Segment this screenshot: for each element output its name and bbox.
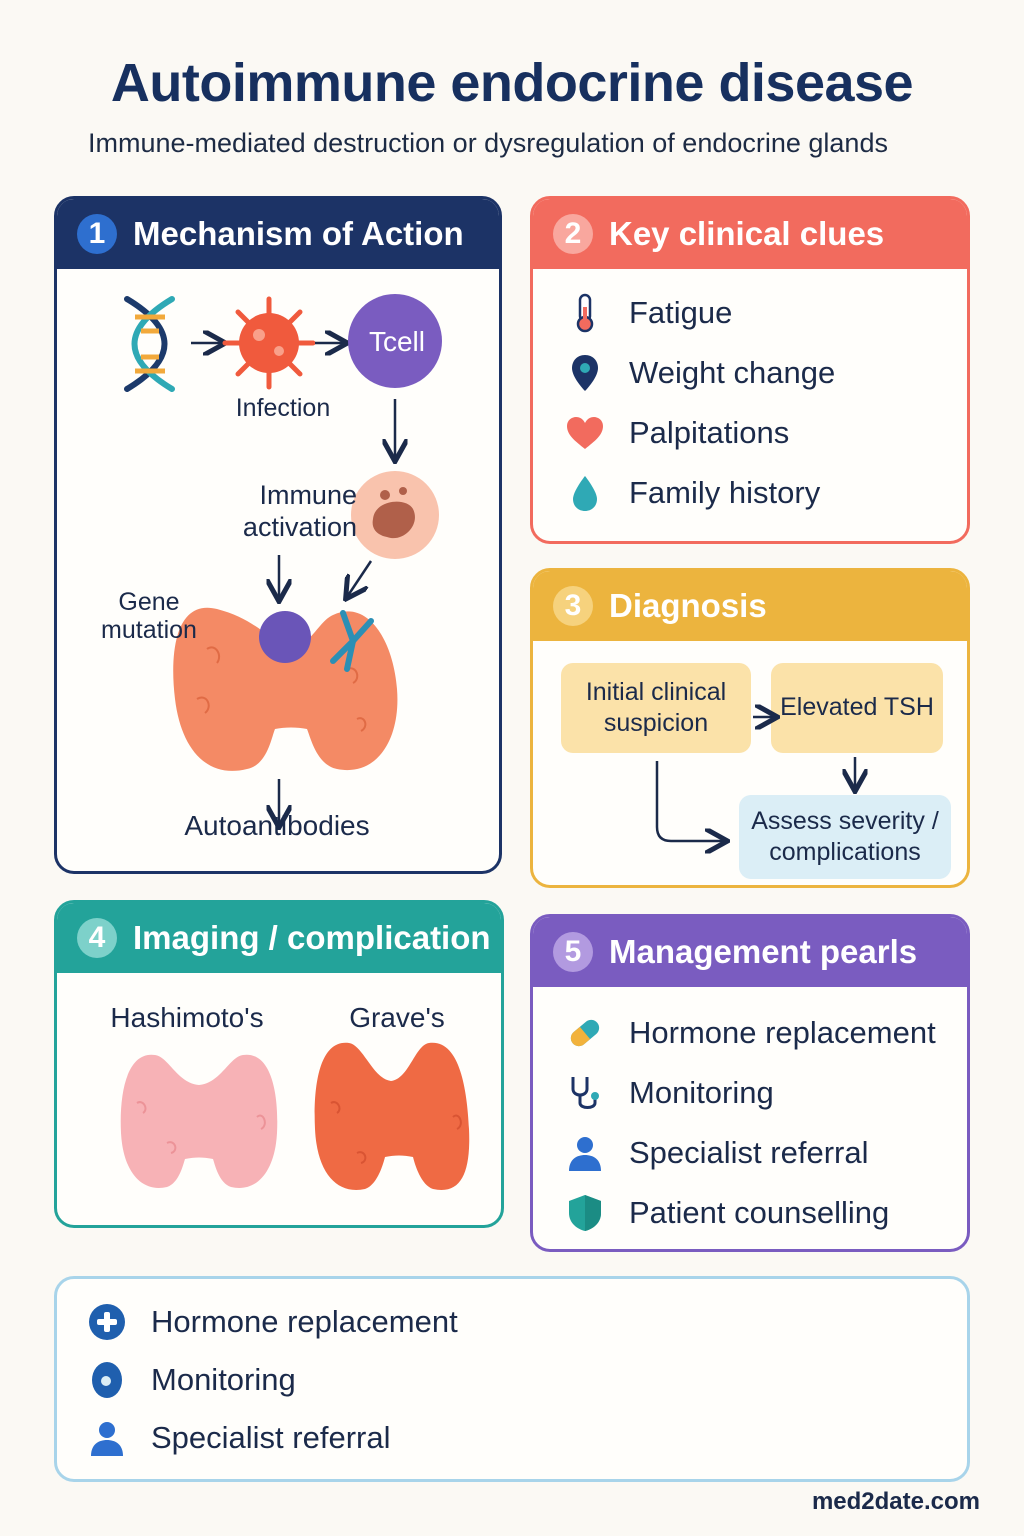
management-label: Hormone replacement: [629, 1015, 936, 1050]
page-title: Autoimmune endocrine disease: [110, 53, 914, 113]
pill-icon: [565, 1013, 605, 1053]
list-item: Hormone replacement: [87, 1293, 967, 1351]
clinical-clues-card: 2 Key clinical clues Fatigue Weight chan…: [530, 196, 970, 544]
management-card: 5 Management pearls Hormone replacement …: [530, 914, 970, 1252]
thyroid-hashimoto-icon: [120, 1054, 278, 1188]
clue-label: Weight change: [629, 355, 836, 390]
clue-label: Palpitations: [629, 415, 790, 450]
immune-cell-icon: [351, 471, 439, 559]
diagnosis-step-assess: Assess severity / complications: [739, 795, 951, 879]
section-number: 2: [553, 214, 593, 254]
page-subtitle: Immune-mediated destruction or dysregula…: [88, 128, 888, 158]
section-number: 4: [77, 918, 117, 958]
list-item: Weight change: [565, 343, 967, 403]
person-icon: [87, 1418, 127, 1458]
list-item: Specialist referral: [565, 1123, 967, 1183]
clues-header: 2 Key clinical clues: [533, 199, 967, 269]
autoantibodies-label: Autoantibodies: [184, 810, 370, 841]
imaging-card: 4 Imaging / complication Hashimoto's Gra…: [54, 900, 504, 1228]
list-item: Family history: [565, 463, 967, 523]
list-item: Monitoring: [565, 1063, 967, 1123]
list-item: Palpitations: [565, 403, 967, 463]
mechanism-header: 1 Mechanism of Action: [57, 199, 499, 269]
gene-mutation-label: Gene mutation: [101, 588, 197, 644]
diagnosis-header: 3 Diagnosis: [533, 571, 967, 641]
management-header: 5 Management pearls: [533, 917, 967, 987]
virus-icon: [222, 296, 316, 390]
list-item: Fatigue: [565, 283, 967, 343]
cell-icon: [87, 1360, 127, 1400]
clue-label: Fatigue: [629, 295, 733, 330]
clue-label: Family history: [629, 475, 821, 510]
summary-label: Specialist referral: [151, 1420, 391, 1455]
summary-label: Hormone replacement: [151, 1304, 458, 1339]
diagnosis-step-suspicion: Initial clinical suspicion: [561, 663, 751, 753]
list-item: Patient counselling: [565, 1183, 967, 1243]
diagnosis-step-tsh: Elevated TSH: [771, 663, 943, 753]
diagnosis-card: 3 Diagnosis Initial clinical suspicion E…: [530, 568, 970, 888]
heart-icon: [565, 413, 605, 453]
imaging-header: 4 Imaging / complication: [57, 903, 501, 973]
mechanism-card: 1 Mechanism of Action: [54, 196, 502, 874]
list-item: Monitoring: [87, 1351, 967, 1409]
dna-icon: [124, 296, 175, 392]
droplet-icon: [565, 473, 605, 513]
stethoscope-icon: [565, 1073, 605, 1113]
list-item: Hormone replacement: [565, 1003, 967, 1063]
plus-circle-icon: [87, 1302, 127, 1342]
hashimoto-label: Hashimoto's: [110, 1002, 264, 1033]
section-number: 3: [553, 586, 593, 626]
list-item: Specialist referral: [87, 1409, 967, 1467]
thyroid-graves-icon: [314, 1042, 470, 1190]
management-label: Patient counselling: [629, 1195, 890, 1230]
management-label: Specialist referral: [629, 1135, 869, 1170]
footer-credit: med2date.com: [811, 1488, 980, 1515]
immune-activation-label: Immune activation: [242, 480, 357, 543]
graves-label: Grave's: [349, 1002, 445, 1033]
thyroid-icon: [173, 607, 398, 771]
summary-label: Monitoring: [151, 1362, 296, 1397]
section-number: 1: [77, 214, 117, 254]
section-number: 5: [553, 932, 593, 972]
tcell-label: Tcell: [368, 326, 425, 357]
section-title: Key clinical clues: [609, 215, 885, 252]
section-title: Management pearls: [609, 933, 918, 970]
shield-icon: [565, 1193, 605, 1233]
section-title: Mechanism of Action: [133, 215, 464, 252]
summary-card: Hormone replacement Monitoring Specialis…: [54, 1276, 970, 1482]
section-title: Diagnosis: [609, 587, 767, 624]
person-icon: [565, 1133, 605, 1173]
section-title: Imaging / complication: [133, 919, 491, 956]
infection-label: Infection: [235, 394, 331, 422]
tcell-icon: [348, 294, 442, 388]
location-pin-icon: [565, 353, 605, 393]
management-label: Monitoring: [629, 1075, 774, 1110]
thermometer-icon: [565, 293, 605, 333]
